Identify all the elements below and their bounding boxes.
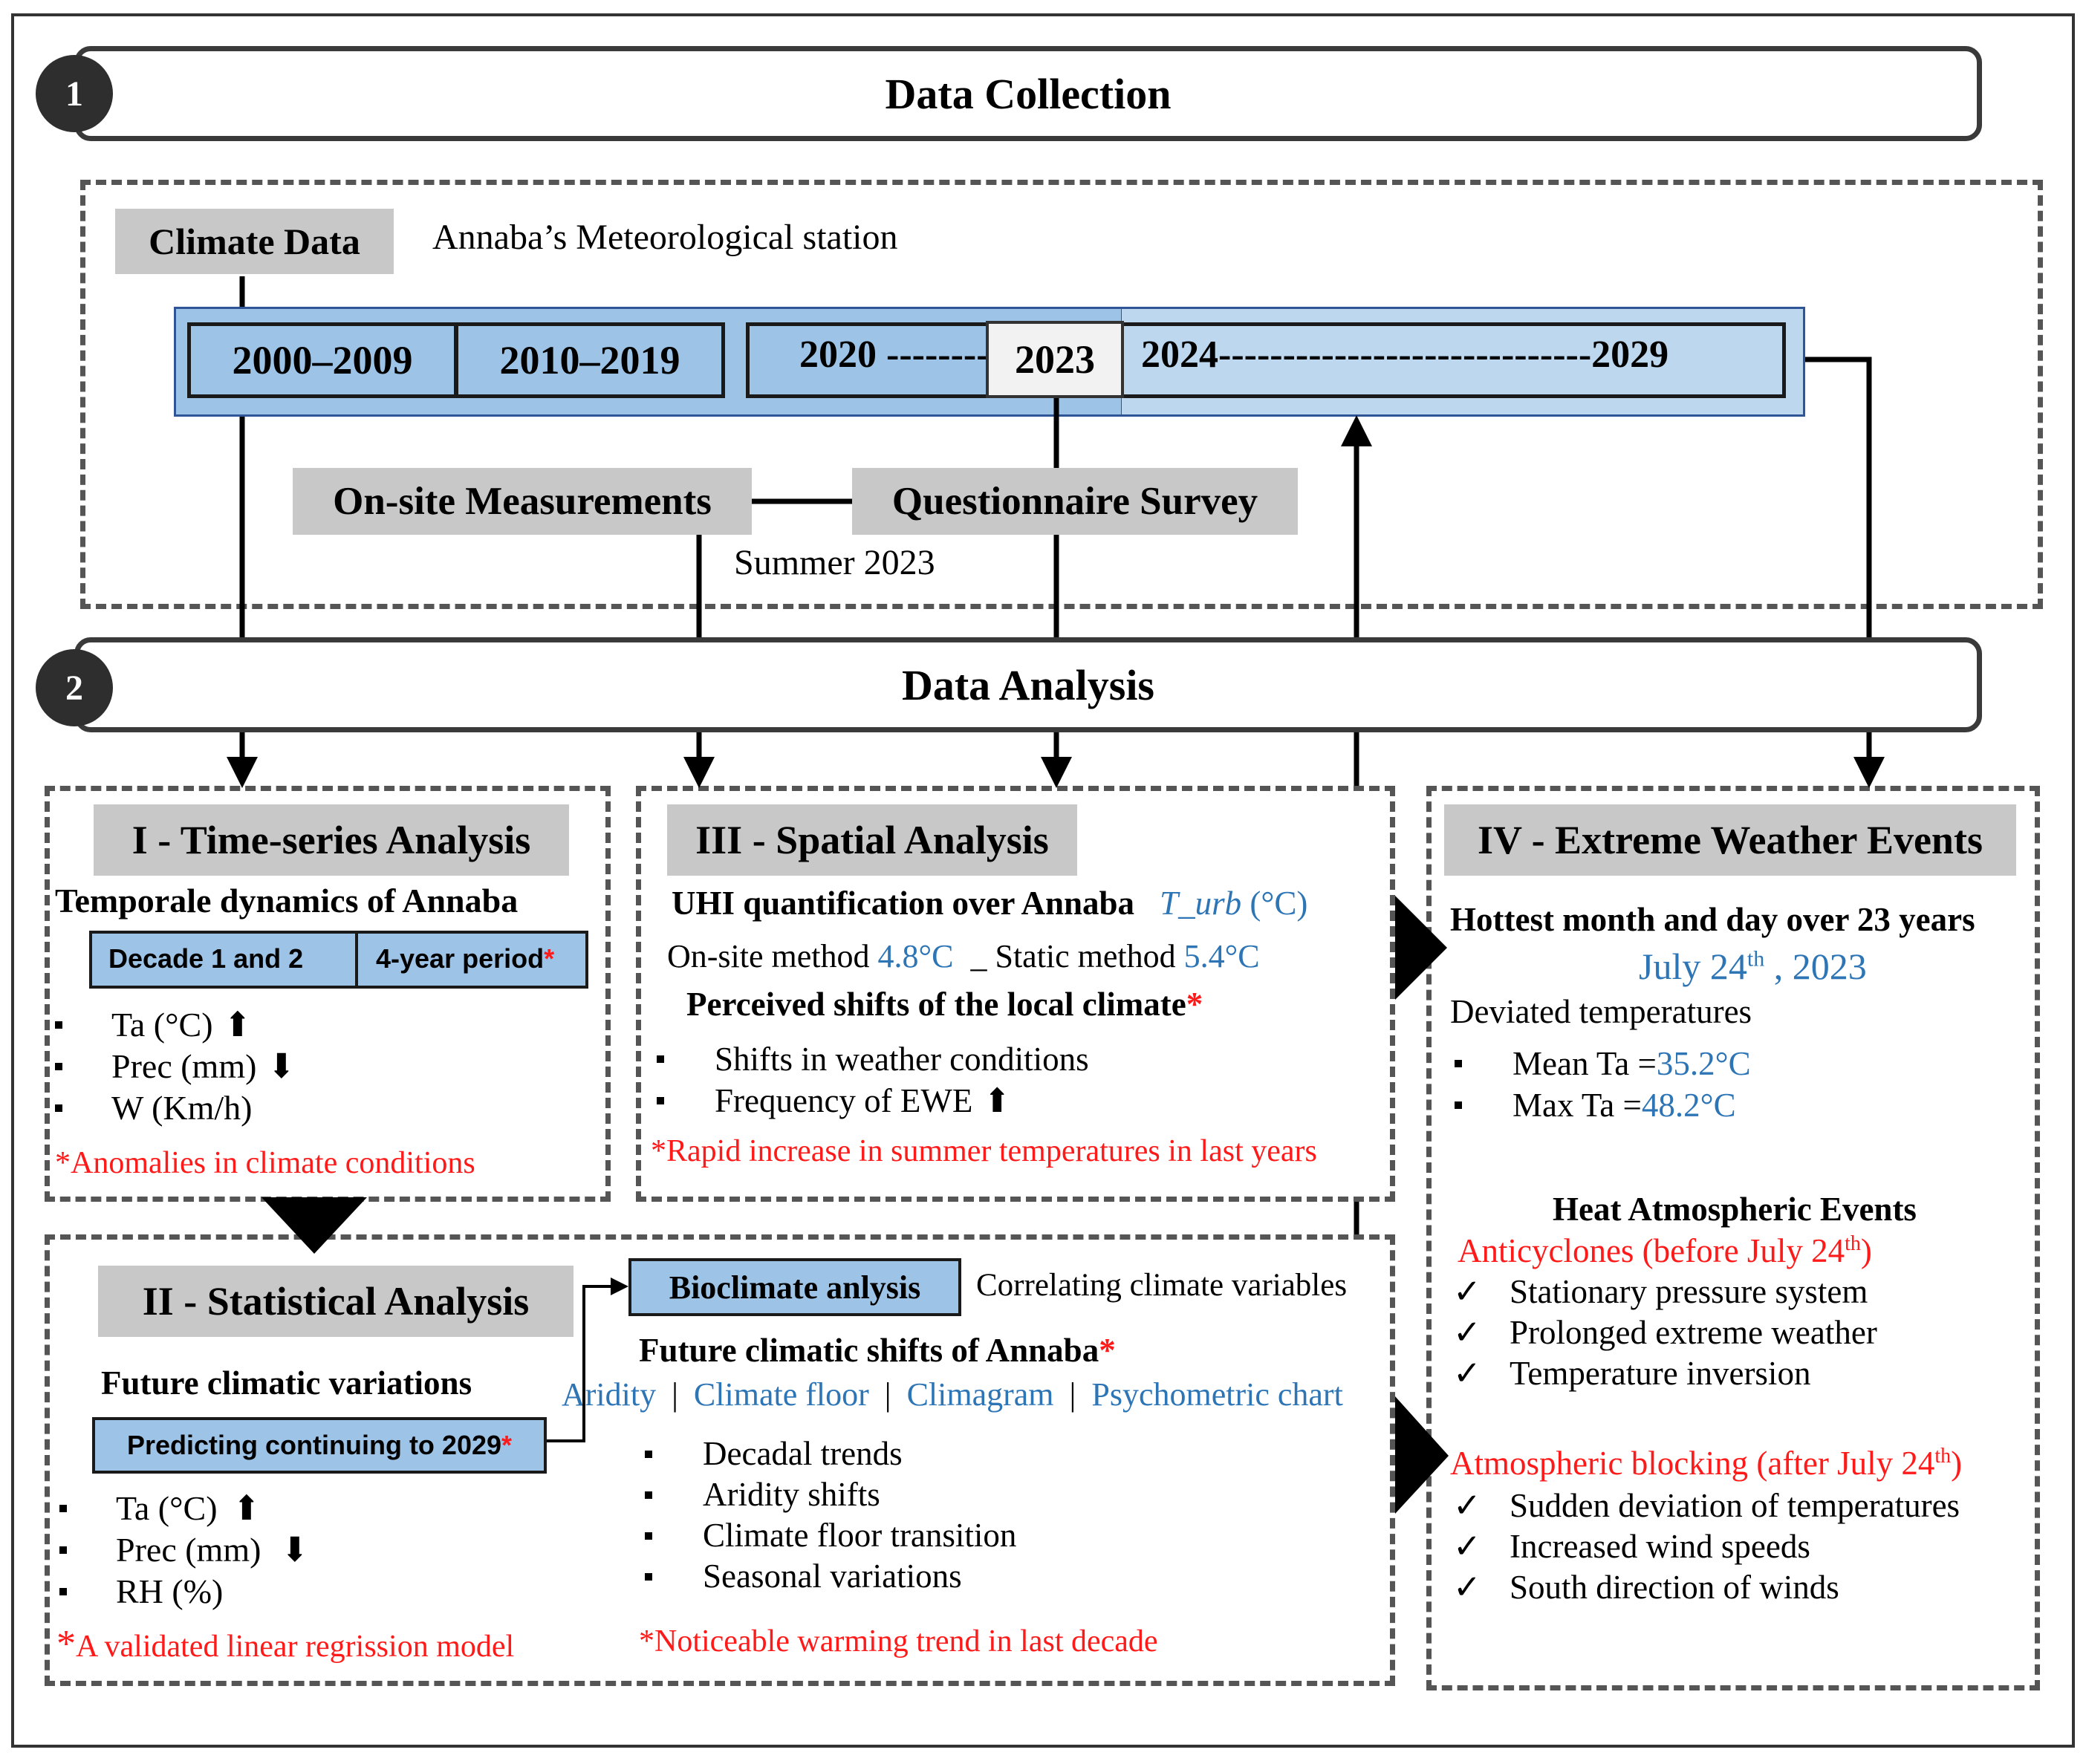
check-icon: ✓ [1453, 1528, 1481, 1565]
blocking-heading: Atmospheric blocking (after July 24th) [1450, 1445, 1963, 1482]
deviated-list: Mean Ta = 35.2°C Max Ta = 48.2°C [1455, 1043, 1751, 1126]
future-variations: Future climatic variations [101, 1364, 472, 1402]
bioclimate-arrowhead [611, 1278, 628, 1295]
statistical-list-2: Decadal trends Aridity shifts Climate fl… [645, 1433, 1016, 1597]
station-label: Annaba’s Meteorological station [432, 218, 898, 257]
method-line: On-site method 4.8°C _ Static method 5.4… [667, 938, 1260, 974]
spatial-list: Shifts in weather conditions Frequency o… [657, 1038, 1089, 1122]
future-shifts-heading: Future climatic shifts of Annaba* [639, 1332, 1116, 1369]
decade-box-divider [355, 931, 358, 989]
decade-1-2-label: Decade 1 and 2 [108, 943, 304, 974]
aridity-link: Aridity [562, 1376, 657, 1413]
anticyclones-heading: Anticyclones (before July 24th) [1458, 1232, 1872, 1269]
hottest-heading: Hottest month and day over 23 years [1450, 901, 1975, 938]
list-item: Climate floor transition [645, 1515, 1016, 1556]
step-1-badge: 1 [36, 55, 113, 132]
correlating-label: Correlating climate variables [976, 1268, 1348, 1303]
period-2023: 2023 [986, 321, 1124, 398]
onsite-measurements-label: On-site Measurements [293, 468, 752, 535]
list-item: Mean Ta = 35.2°C [1455, 1043, 1751, 1084]
list-item: Prec (mm)⬇ [55, 1046, 296, 1087]
climate-data-label: Climate Data [115, 209, 394, 274]
list-item: Ta (°C)⬆ [59, 1488, 309, 1529]
psychometric-link: Psychometric chart [1091, 1376, 1343, 1413]
list-item: ✓Increased wind speeds [1453, 1526, 1960, 1567]
period-2020: 2020 -------- [799, 333, 990, 376]
timeseries-list: Ta (°C)⬆ Prec (mm)⬇ W (Km/h) [55, 1004, 296, 1129]
statistical-note: *A validated linear regrission model [56, 1623, 515, 1665]
list-item: ✓South direction of winds [1453, 1567, 1960, 1608]
timeseries-period-box [89, 931, 588, 989]
timeseries-to-statistical-triangle [261, 1197, 367, 1254]
timeline-to-extreme-line [1805, 357, 1872, 637]
period-2024-2029: 2024-----------------------------2029 [1141, 333, 1669, 376]
check-icon: ✓ [1453, 1569, 1481, 1606]
statistical-to-extreme-triangle [1395, 1396, 1449, 1514]
deviated-label: Deviated temperatures [1450, 993, 1752, 1030]
arrow-down-icon: ⬇ [267, 1047, 296, 1085]
period-2000-2009: 2000–2009 [187, 322, 458, 398]
heat-events-heading: Heat Atmospheric Events [1553, 1191, 1917, 1228]
period-2010-2019: 2010–2019 [455, 322, 725, 398]
extreme-region [1426, 786, 2040, 1690]
data-collection-region [80, 180, 2043, 609]
data-analysis-title: Data Analysis [901, 660, 1154, 709]
timeseries-title: I - Time-series Analysis [94, 804, 569, 876]
arrow-up-icon: ⬆ [223, 1006, 253, 1044]
predicting-box: Predicting continuing to 2029* [92, 1417, 547, 1474]
check-icon: ✓ [1453, 1314, 1481, 1351]
timeseries-subtitle: Temporale dynamics of Annaba [55, 882, 519, 920]
four-year-label: 4-year period* [376, 943, 555, 974]
list-item: RH (%) [59, 1571, 309, 1612]
figure-frame [11, 13, 2075, 1748]
list-item: ✓Stationary pressure system [1453, 1272, 1877, 1312]
arrow-up-icon: ⬆ [983, 1082, 1012, 1119]
anticyclones-list: ✓Stationary pressure system ✓Prolonged e… [1453, 1272, 1877, 1394]
step-2-badge: 2 [36, 649, 113, 726]
list-item: ✓Temperature inversion [1453, 1353, 1877, 1394]
list-item: Ta (°C)⬆ [55, 1004, 296, 1046]
check-icon: ✓ [1453, 1273, 1481, 1310]
timeseries-note: *Anomalies in climate conditions [55, 1146, 475, 1180]
check-icon: ✓ [1453, 1355, 1481, 1392]
blocking-list: ✓Sudden deviation of temperatures ✓Incre… [1453, 1485, 1960, 1608]
extreme-title: IV - Extreme Weather Events [1444, 804, 2016, 876]
questionnaire-survey-label: Questionnaire Survey [852, 468, 1298, 535]
method-links: Aridity | Climate floor | Climagram | Ps… [562, 1376, 1343, 1413]
data-analysis-banner: Data Analysis [74, 637, 1982, 732]
perceived-heading: Perceived shifts of the local climate* [686, 986, 1203, 1023]
spatial-to-extreme-triangle [1395, 896, 1447, 1000]
spatial-note: *Rapid increase in summer temperatures i… [651, 1134, 1317, 1168]
summer-2023-label: Summer 2023 [734, 543, 935, 582]
data-collection-title: Data Collection [885, 69, 1172, 118]
list-item: Decadal trends [645, 1433, 1016, 1474]
list-item: ✓Prolonged extreme weather [1453, 1312, 1877, 1353]
list-item: Prec (mm)⬇ [59, 1529, 309, 1571]
list-item: Aridity shifts [645, 1474, 1016, 1515]
bioclimate-box: Bioclimate anlysis [628, 1258, 961, 1316]
list-item: Frequency of EWE⬆ [657, 1080, 1089, 1122]
arrow-down-icon: ⬇ [280, 1531, 309, 1569]
check-icon: ✓ [1453, 1487, 1481, 1524]
spatial-region [636, 786, 1395, 1202]
list-item: W (Km/h) [55, 1087, 296, 1129]
statistical-title: II - Statistical Analysis [98, 1266, 574, 1337]
list-item: Max Ta = 48.2°C [1455, 1084, 1751, 1126]
data-collection-banner: Data Collection [74, 46, 1982, 141]
statistical-note-2: *Noticeable warming trend in last decade [639, 1624, 1158, 1659]
period-2020-2029-box [746, 322, 1786, 398]
hottest-date: July 24th , 2023 [1639, 946, 1867, 987]
arrow-up-icon: ⬆ [232, 1489, 261, 1527]
predict-to-bioclimate-line [547, 1285, 614, 1442]
list-item: ✓Sudden deviation of temperatures [1453, 1485, 1960, 1526]
climate-floor-link: Climate floor [693, 1376, 869, 1413]
list-item: Shifts in weather conditions [657, 1038, 1089, 1080]
climagram-link: Climagram [906, 1376, 1054, 1413]
list-item: Seasonal variations [645, 1556, 1016, 1597]
statistical-list: Ta (°C)⬆ Prec (mm)⬇ RH (%) [59, 1488, 309, 1612]
statistical-region [45, 1234, 1395, 1686]
spatial-title: III - Spatial Analysis [667, 804, 1077, 876]
